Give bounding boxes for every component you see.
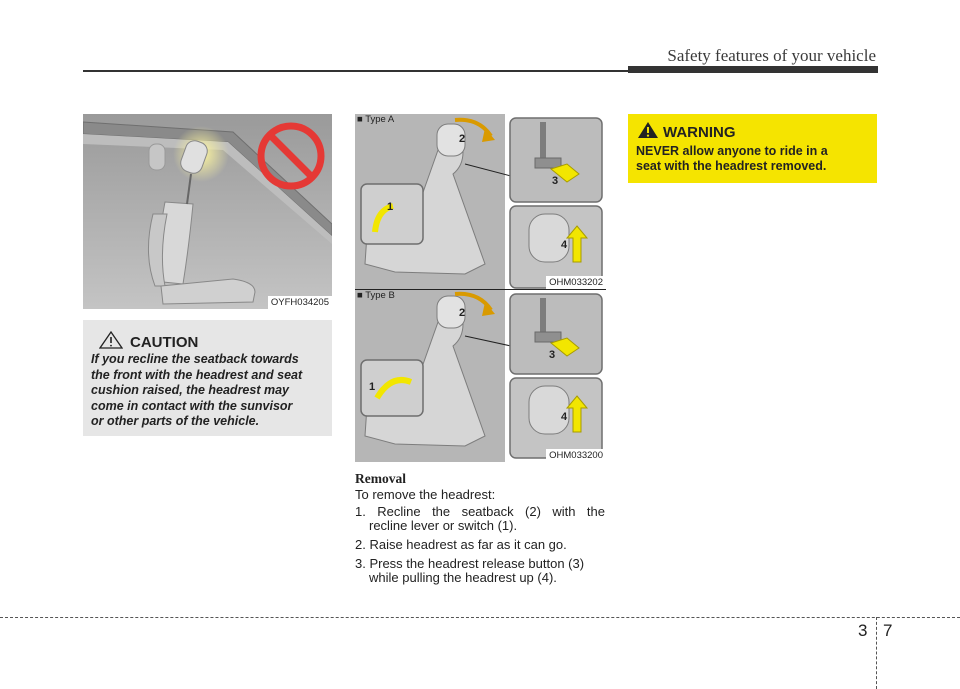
removal-step-1-line-1: 1. Recline the seatback (2) with the: [355, 504, 605, 519]
warning-text: NEVER allow anyone to ride in a seat wit…: [636, 144, 828, 173]
caution-title: CAUTION: [130, 334, 199, 351]
type-a-label: ■ Type A: [357, 114, 395, 125]
type-a-illustration: 2 1 3 4: [355, 114, 606, 289]
callout-3: 3: [552, 175, 558, 187]
running-header: Safety features of your vehicle: [667, 46, 876, 65]
type-b-illustration: 2 1 3 4: [355, 290, 606, 462]
figure-code: OYFH034205: [267, 296, 332, 309]
removal-intro: To remove the headrest:: [355, 487, 496, 502]
callout-2: 2: [459, 133, 465, 145]
figure-code-a: OHM033202: [546, 276, 606, 289]
headrest-shape-b: [436, 295, 466, 329]
warning-box: [628, 114, 877, 183]
seat-sunvisor-figure: OYFH034205: [83, 114, 332, 309]
footer-divider: [876, 617, 877, 689]
prohibition-icon: [257, 122, 325, 190]
headrest-shape: [180, 140, 208, 174]
page-number: 7: [883, 621, 893, 640]
figure-divider: [355, 289, 606, 290]
callout-4: 4: [561, 239, 568, 251]
warning-triangle-icon: [638, 122, 658, 138]
figure-code-b: OHM033200: [546, 449, 606, 462]
removal-step-3-line-1: 3. Press the headrest release button (3): [355, 556, 585, 571]
removal-heading: Removal: [355, 471, 406, 486]
callout-1: 1: [387, 201, 393, 213]
removal-step-1-line-2: recline lever or switch (1).: [369, 518, 518, 533]
switch-inset: [360, 359, 424, 417]
chapter-number: 3: [858, 621, 868, 640]
removal-step-2: 2. Raise headrest as far as it can go.: [355, 537, 567, 552]
caution-triangle-icon: [99, 331, 123, 349]
callout-3: 3: [549, 349, 555, 361]
caution-text: If you recline the seatback towards the …: [91, 352, 303, 428]
callout-2: 2: [459, 307, 465, 319]
type-b-figure: 2 1 3 4 ■ Type B OHM033200: [355, 290, 606, 462]
seat-sunvisor-illustration: [83, 114, 332, 309]
headrest-shape-a: [436, 123, 466, 157]
caution-box: [83, 320, 332, 436]
removal-step-3-line-2: while pulling the headrest up (4).: [369, 570, 557, 585]
footer-rule: [0, 617, 960, 618]
callout-4: 4: [561, 411, 568, 423]
header-accent-bar: [628, 66, 878, 73]
header-rule: [83, 70, 628, 72]
warning-title: WARNING: [663, 124, 736, 141]
type-b-label: ■ Type B: [357, 290, 395, 301]
lever-inset: [360, 183, 424, 245]
type-a-figure: 2 1 3 4 ■ Type A OHM033202: [355, 114, 606, 289]
callout-1: 1: [369, 381, 375, 393]
